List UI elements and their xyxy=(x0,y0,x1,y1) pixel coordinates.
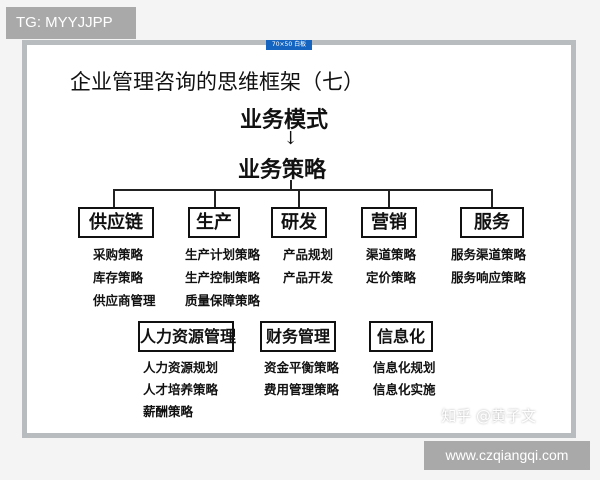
list-item-hr: 人才培养策略 xyxy=(143,382,219,397)
list-item-marketing: 渠道策略 xyxy=(366,247,417,262)
list-item-production: 质量保障策略 xyxy=(185,293,261,308)
dept-marketing: 营销 xyxy=(361,207,417,238)
list-item-marketing: 定价策略 xyxy=(366,270,417,285)
list-item-it: 信息化实施 xyxy=(373,382,436,397)
connector-production xyxy=(214,189,216,207)
zhihu-watermark: 知乎 @黄子文 xyxy=(441,407,536,425)
board-title: 企业管理咨询的思维框架（七） xyxy=(70,70,364,94)
list-item-hr: 薪酬策略 xyxy=(143,404,194,419)
whiteboard-brand-label: 70×50 白板 xyxy=(266,40,312,50)
dept-rnd: 研发 xyxy=(271,207,327,238)
tree-trunk xyxy=(290,180,292,190)
dept-service: 服务 xyxy=(460,207,524,238)
list-item-service: 服务渠道策略 xyxy=(451,247,527,262)
list-item-production: 生产控制策略 xyxy=(185,270,261,285)
list-item-supply-chain: 供应商管理 xyxy=(93,293,156,308)
business-strategy-text: 业务策略 xyxy=(238,157,327,183)
list-item-rnd: 产品开发 xyxy=(283,270,334,285)
dept-production: 生产 xyxy=(188,207,240,238)
list-item-production: 生产计划策略 xyxy=(185,247,261,262)
dept-supply-chain: 供应链 xyxy=(78,207,154,238)
list-item-finance: 资金平衡策略 xyxy=(264,360,340,375)
list-item-rnd: 产品规划 xyxy=(283,247,334,262)
connector-supply-chain xyxy=(113,189,115,207)
business-model-text: 业务模式 xyxy=(240,107,329,133)
list-item-supply-chain: 采购策略 xyxy=(93,247,144,262)
down-arrow-icon: ↓ xyxy=(283,128,299,149)
whiteboard xyxy=(22,40,576,438)
list-item-it: 信息化规划 xyxy=(373,360,436,375)
tg-badge: TG: MYYJJPP xyxy=(6,7,136,39)
list-item-finance: 费用管理策略 xyxy=(264,382,340,397)
connector-service xyxy=(491,189,493,207)
connector-marketing xyxy=(388,189,390,207)
support-hr: 人力资源管理 xyxy=(138,321,236,352)
tree-branch-bar xyxy=(113,189,493,191)
connector-rnd xyxy=(298,189,300,207)
list-item-service: 服务响应策略 xyxy=(451,270,527,285)
support-it: 信息化 xyxy=(369,321,433,352)
list-item-supply-chain: 库存策略 xyxy=(93,270,144,285)
site-url-badge: www.czqiangqi.com xyxy=(424,441,590,470)
support-finance: 财务管理 xyxy=(260,321,336,352)
list-item-hr: 人力资源规划 xyxy=(143,360,219,375)
